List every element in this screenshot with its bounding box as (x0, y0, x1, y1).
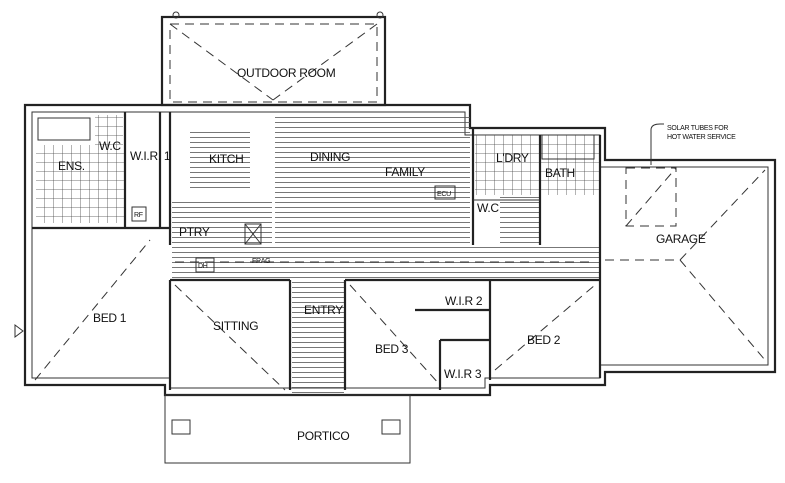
label-rf: RF (134, 212, 143, 219)
label-kitchen: KITCH (209, 152, 244, 166)
dh-box (195, 257, 215, 273)
rf-box (131, 206, 147, 222)
roof-lines (34, 169, 766, 391)
note-solar-line2: HOT WATER SERVICE (667, 134, 736, 141)
entry-floor (292, 280, 344, 395)
solar-tubes (625, 123, 677, 227)
kitchen-bench (190, 130, 250, 188)
entry-arrow-icon (14, 324, 24, 338)
label-bed3: BED 3 (375, 342, 409, 356)
note-solar-line1: SOLAR TUBES FOR (667, 125, 728, 132)
label-wir1: W.I.R. 1 (130, 149, 171, 163)
label-dining: DINING (310, 150, 350, 164)
label-wir2: W.I.R 2 (445, 294, 483, 308)
fridge-box (244, 223, 262, 245)
laundry-bath-floor (475, 135, 600, 195)
internal-walls (32, 112, 602, 390)
bathtub-main (541, 134, 595, 160)
label-laundry: L'DRY (496, 151, 529, 165)
label-frag: FRAG (252, 258, 270, 265)
label-bed2: BED 2 (527, 333, 561, 347)
label-garage: GARAGE (656, 232, 706, 246)
corridor-floor (500, 195, 540, 245)
dining-family-floor (275, 115, 470, 245)
label-wc-ensuite: W.C (99, 139, 121, 153)
label-outdoor-room: OUTDOOR ROOM (237, 66, 336, 80)
portico (164, 394, 411, 464)
label-bed1: BED 1 (93, 311, 127, 325)
label-sitting: SITTING (213, 319, 258, 333)
wc-floor (95, 115, 123, 150)
label-dh: DH (198, 263, 208, 270)
label-family: FAMILY (385, 165, 425, 179)
label-wir3: W.I.R 3 (444, 367, 482, 381)
label-entry: ENTRY (304, 303, 343, 317)
ensuite-floor (36, 145, 124, 223)
ecu-box (434, 185, 456, 200)
outdoor-room (160, 11, 387, 107)
label-wc-main: W.C (477, 201, 499, 215)
label-portico: PORTICO (297, 429, 349, 443)
bathtub-ensuite (37, 117, 91, 141)
label-pantry: PTRY (179, 225, 210, 239)
label-bath: BATH (545, 166, 575, 180)
label-ecu: ECU (437, 191, 451, 198)
label-ensuite: ENS. (58, 159, 85, 173)
